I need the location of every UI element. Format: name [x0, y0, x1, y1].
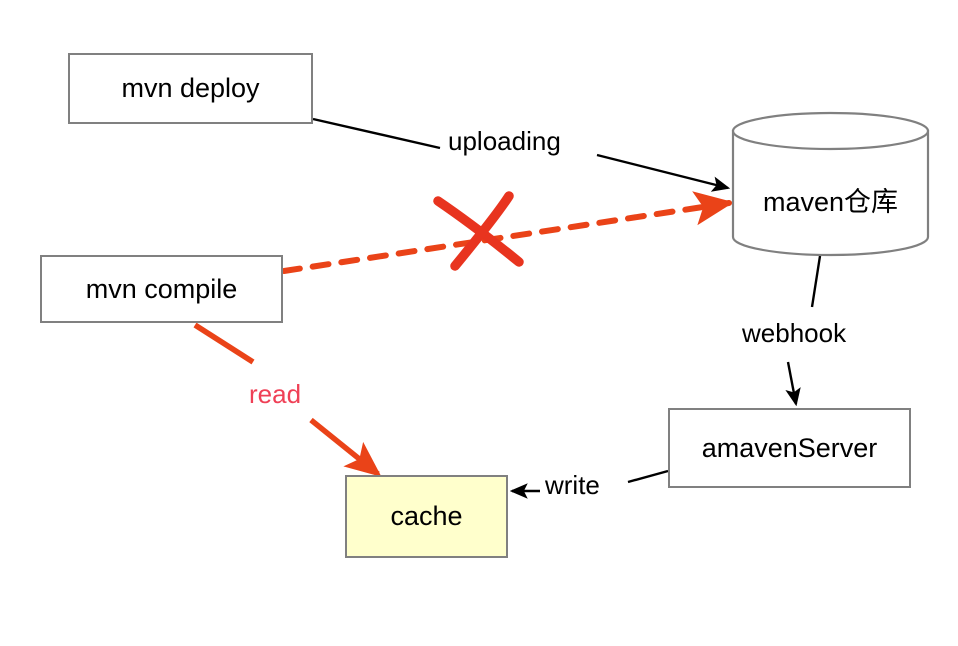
edge-webhook — [785, 255, 822, 407]
node-amaven-server[interactable]: amavenServer — [668, 408, 911, 488]
node-maven-repo-label: maven仓库 — [762, 187, 899, 217]
edge-uploading — [312, 117, 731, 192]
node-mvn-compile-label: mvn compile — [85, 273, 238, 304]
edge-read — [193, 322, 382, 477]
blocked-cross-mark — [433, 191, 524, 271]
edge-label-read: read — [249, 379, 302, 409]
node-maven-repo[interactable]: maven仓库 — [733, 180, 928, 219]
edge-label-uploading: uploading — [448, 126, 561, 156]
node-cache[interactable]: cache — [345, 475, 508, 558]
edge-label-write: write — [545, 470, 600, 500]
node-mvn-compile[interactable]: mvn compile — [40, 255, 283, 323]
node-amaven-server-label: amavenServer — [701, 432, 878, 463]
edge-blocked-fetch — [281, 191, 734, 274]
node-cache-label: cache — [390, 501, 463, 531]
node-mvn-deploy[interactable]: mvn deploy — [68, 53, 313, 124]
edge-label-webhook: webhook — [742, 318, 847, 348]
node-mvn-deploy-label: mvn deploy — [121, 73, 260, 103]
node-maven-repo-shape — [731, 111, 930, 257]
edge-write — [509, 469, 669, 499]
